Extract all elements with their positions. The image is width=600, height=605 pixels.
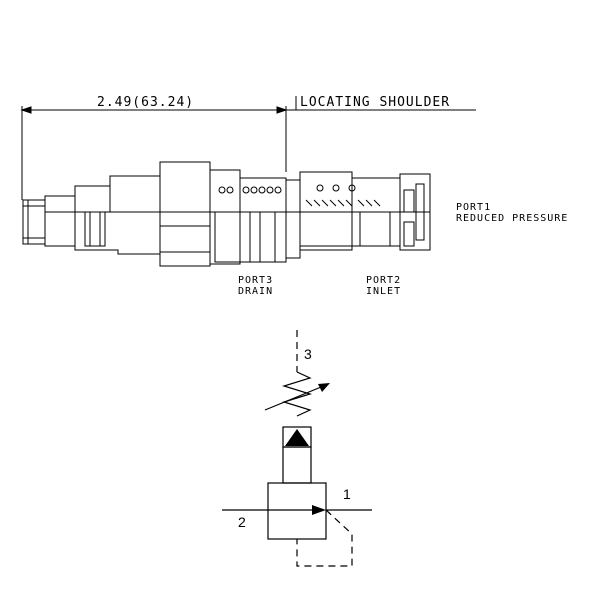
port1-label: PORT1 [456,202,491,213]
dimension-label: 2.49(63.24) [97,95,194,110]
cartridge-valve [22,161,431,267]
locating-shoulder-label: LOCATING SHOULDER [300,95,450,110]
port2-number: 2 [238,514,246,530]
flow-arrow-icon [312,505,326,515]
dimension-line [20,96,476,200]
pilot-triangle-icon [285,429,309,446]
spring-icon [281,371,313,417]
port3-number: 3 [304,346,312,362]
port3-label: PORT3 [238,275,273,286]
port1-number: 1 [343,486,351,502]
port3-desc: DRAIN [238,286,273,297]
adjust-arrow-icon [264,384,327,411]
hydraulic-symbol [222,330,372,567]
port2-desc: INLET [366,286,401,297]
port1-desc: REDUCED PRESSURE [456,213,568,224]
spool-hatching [305,199,381,207]
spring-coils [218,186,282,194]
port2-label: PORT2 [366,275,401,286]
